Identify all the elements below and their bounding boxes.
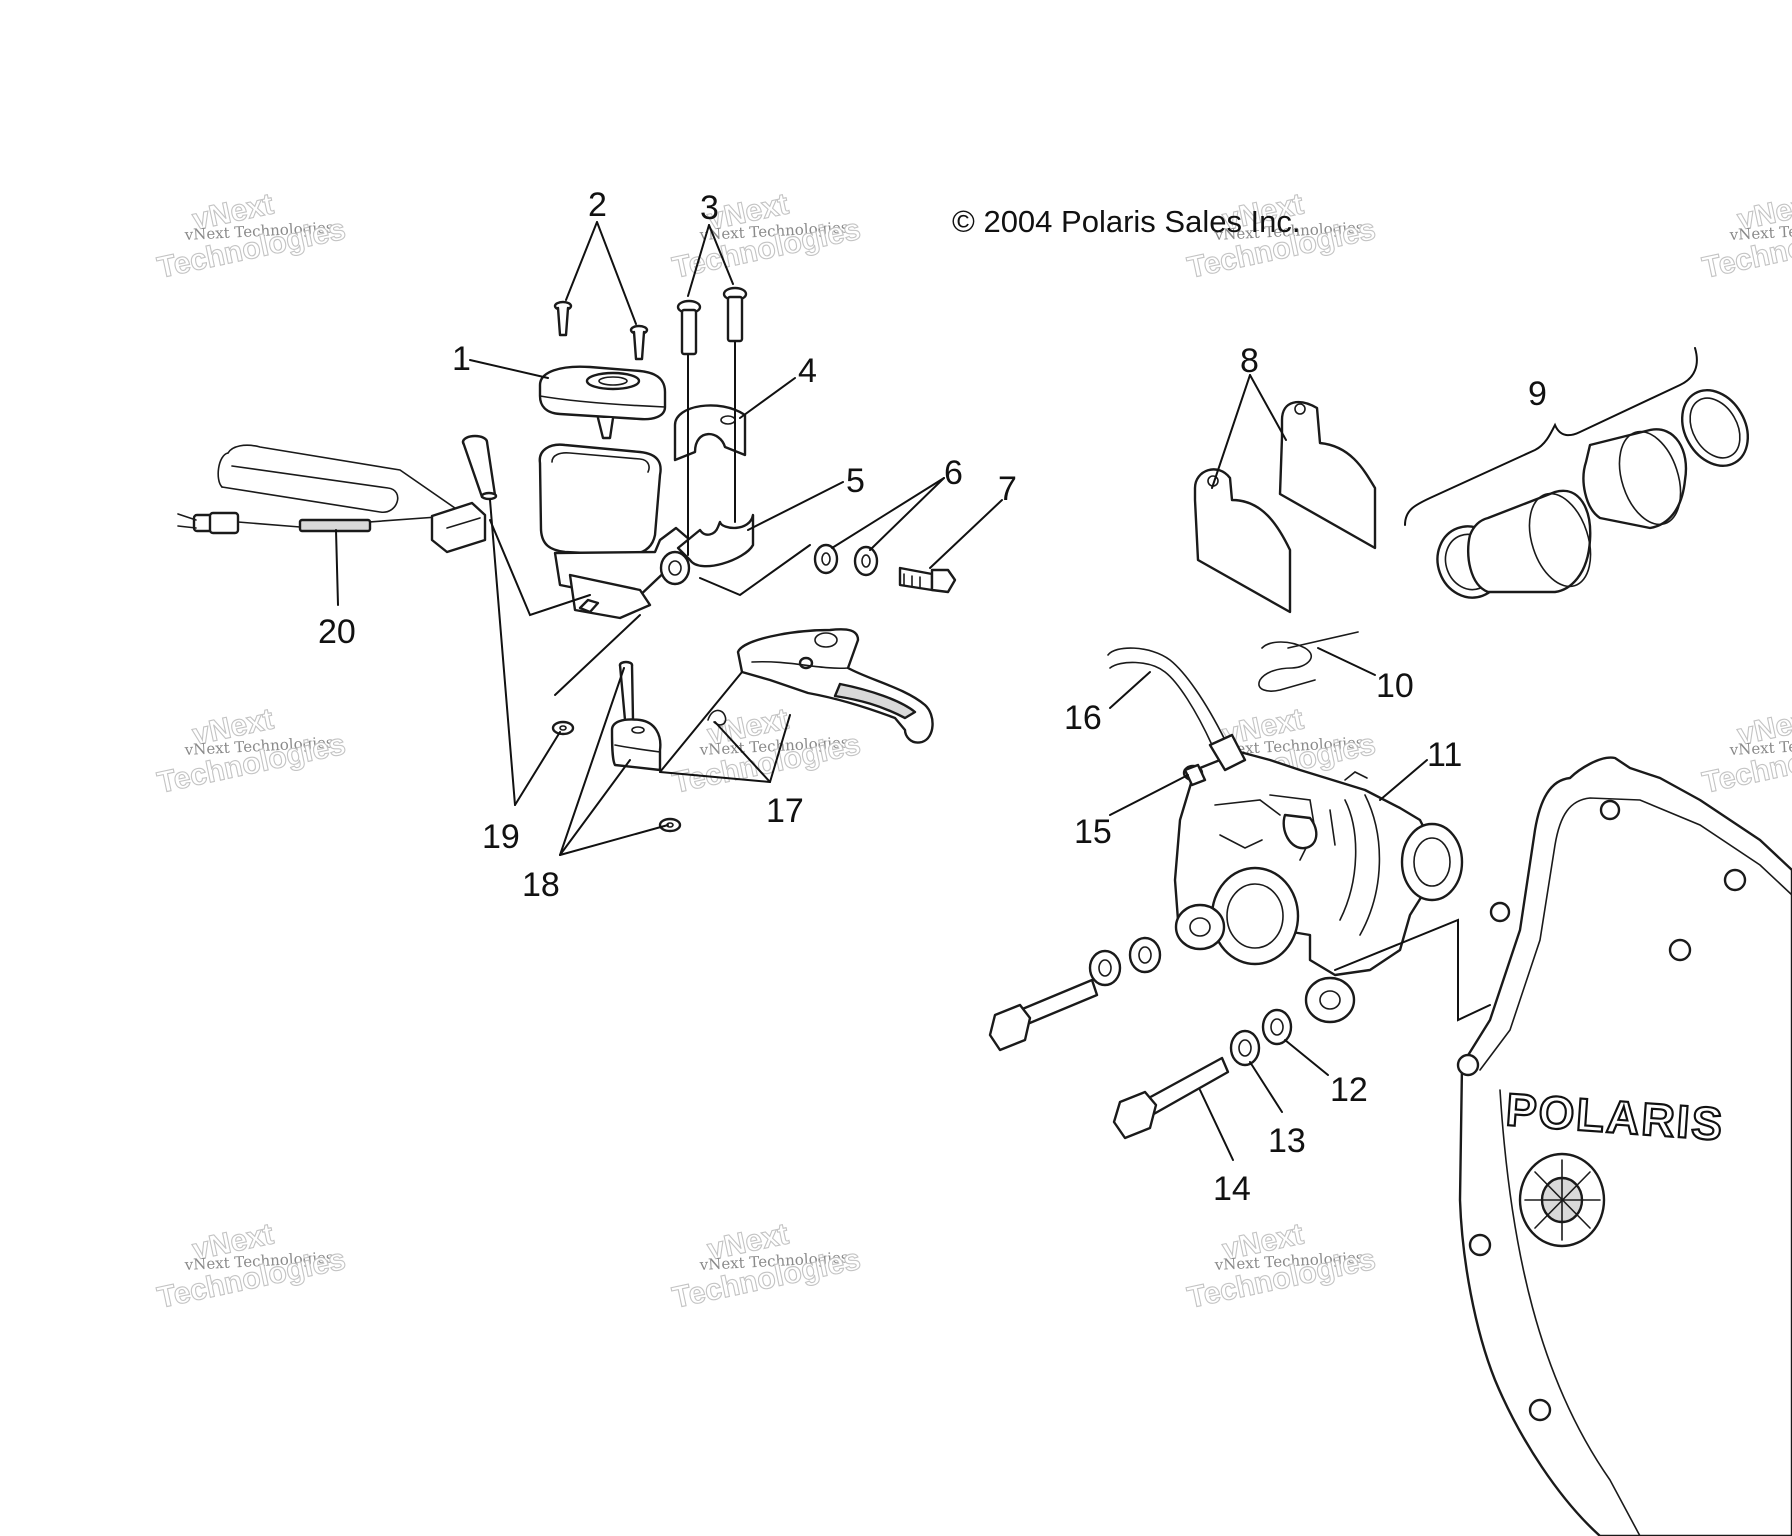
caliper-washer-lower-a — [1229, 1029, 1261, 1067]
callout-17: 17 — [766, 792, 804, 830]
watermark: vNext vNext Technologies Technologies — [1184, 1217, 1379, 1315]
watermark: vNext vNext Technologies Technologies — [669, 702, 864, 800]
callout-14: 14 — [1213, 1170, 1251, 1208]
watermark: vNext vNext Technologies Technologies — [154, 1217, 349, 1315]
callout-9: 9 — [1528, 375, 1547, 413]
e-clip-19 — [551, 720, 575, 736]
caliper-washer-upper-a — [1088, 949, 1122, 987]
reservoir-cover — [538, 365, 667, 440]
clamp-lower — [676, 513, 755, 568]
watermark: vNext vNext Technologies Technologies — [1699, 187, 1792, 285]
callout-6: 6 — [944, 454, 963, 492]
clamp-bolt-right — [722, 286, 748, 343]
master-cylinder-body — [538, 443, 692, 620]
caliper-washer-lower-b — [1261, 1008, 1293, 1046]
caliper-bolt-lower — [1112, 1056, 1230, 1140]
piston-left — [1466, 489, 1592, 594]
callout-5: 5 — [846, 462, 865, 500]
callout-20: 20 — [318, 613, 356, 651]
callout-7: 7 — [998, 470, 1017, 508]
watermark: vNext vNext Technologies Technologies — [1699, 702, 1792, 800]
brake-pad-front — [1193, 468, 1292, 614]
watermark: vNext vNext Technologies Technologies — [154, 702, 349, 800]
brake-line — [1107, 647, 1247, 787]
lever-pivot-bolt — [461, 434, 498, 501]
caliper-washer-upper-b — [1128, 936, 1162, 974]
washer-6a — [813, 543, 839, 575]
callout-labels: 1 2 3 4 5 6 7 8 9 10 11 12 13 14 15 16 1… — [318, 186, 1547, 1208]
brake-light-switch — [610, 660, 662, 772]
brake-switch-harness — [177, 444, 487, 554]
callout-2: 2 — [588, 186, 607, 224]
brake-lever — [736, 628, 934, 744]
chaincase-vent-cap — [1518, 1152, 1606, 1248]
callout-1: 1 — [452, 340, 471, 378]
watermark: vNext vNext Technologies Technologies — [669, 1217, 864, 1315]
pad-retainer-clip — [1258, 631, 1359, 692]
callout-4: 4 — [798, 352, 817, 390]
caliper-bolt-upper — [988, 978, 1099, 1052]
brake-caliper — [1173, 750, 1464, 1024]
watermark: vNext vNext Technologies Technologies — [669, 187, 864, 285]
e-clip-18 — [658, 817, 682, 833]
brake-pad-rear — [1278, 400, 1377, 550]
copyright-notice: © 2004 Polaris Sales Inc. — [952, 204, 1301, 239]
mount-bolt — [898, 566, 957, 594]
bracket-9 — [1404, 347, 1698, 526]
washer-6b — [853, 545, 879, 577]
lever-spring — [707, 709, 727, 726]
callout-19: 19 — [482, 818, 520, 856]
callout-13: 13 — [1268, 1122, 1306, 1160]
chaincase-cover: POLARIS — [1456, 756, 1792, 1536]
callout-11: 11 — [1427, 736, 1462, 774]
callout-15: 15 — [1074, 813, 1112, 851]
cover-screw-left — [553, 300, 573, 337]
callout-18: 18 — [522, 866, 560, 904]
master-cylinder-assembly — [177, 286, 957, 833]
piston-seal-right — [1681, 389, 1749, 467]
cover-screw-right — [629, 324, 649, 361]
leader-lines — [335, 221, 1491, 1161]
callout-12: 12 — [1330, 1071, 1368, 1109]
clamp-bolt-left — [676, 299, 702, 356]
watermark: vNext vNext Technologies Technologies — [154, 187, 349, 285]
callout-16: 16 — [1064, 699, 1102, 737]
callout-3: 3 — [700, 189, 719, 227]
piston-right — [1582, 428, 1688, 530]
callout-8: 8 — [1240, 342, 1259, 380]
callout-10: 10 — [1376, 667, 1414, 705]
